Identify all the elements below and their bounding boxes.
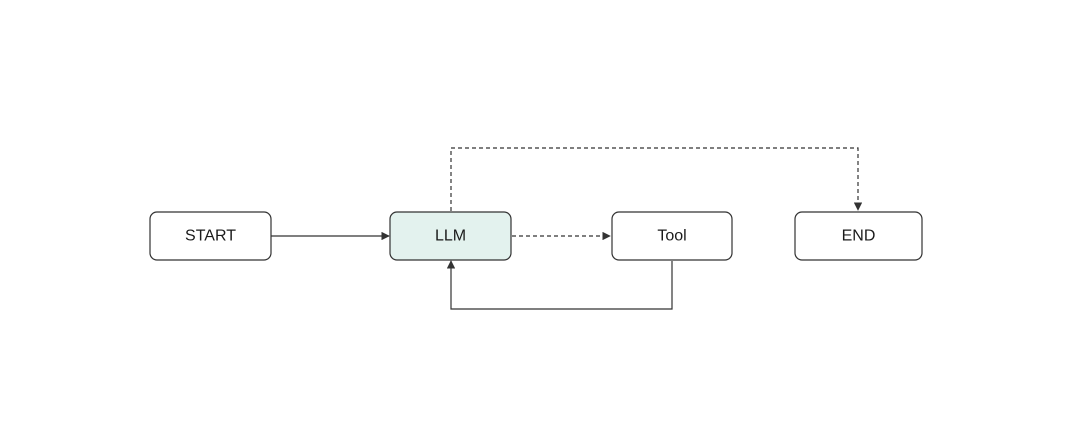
edges — [271, 147, 863, 310]
node-end-label: END — [842, 228, 876, 245]
node-start-label: START — [185, 228, 236, 245]
node-end-box — [794, 211, 923, 261]
node-llm: LLM — [389, 211, 512, 261]
node-llm-label: LLM — [435, 228, 466, 245]
node-llm-box — [389, 211, 512, 261]
node-tool: Tool — [611, 211, 733, 261]
node-tool-label: Tool — [657, 228, 686, 245]
node-tool-box — [611, 211, 733, 261]
node-start: START — [149, 211, 272, 261]
edge-tool-to-llm — [446, 260, 673, 310]
node-end: END — [794, 211, 923, 261]
edge-llm-to-end — [450, 147, 863, 211]
node-start-box — [149, 211, 272, 261]
